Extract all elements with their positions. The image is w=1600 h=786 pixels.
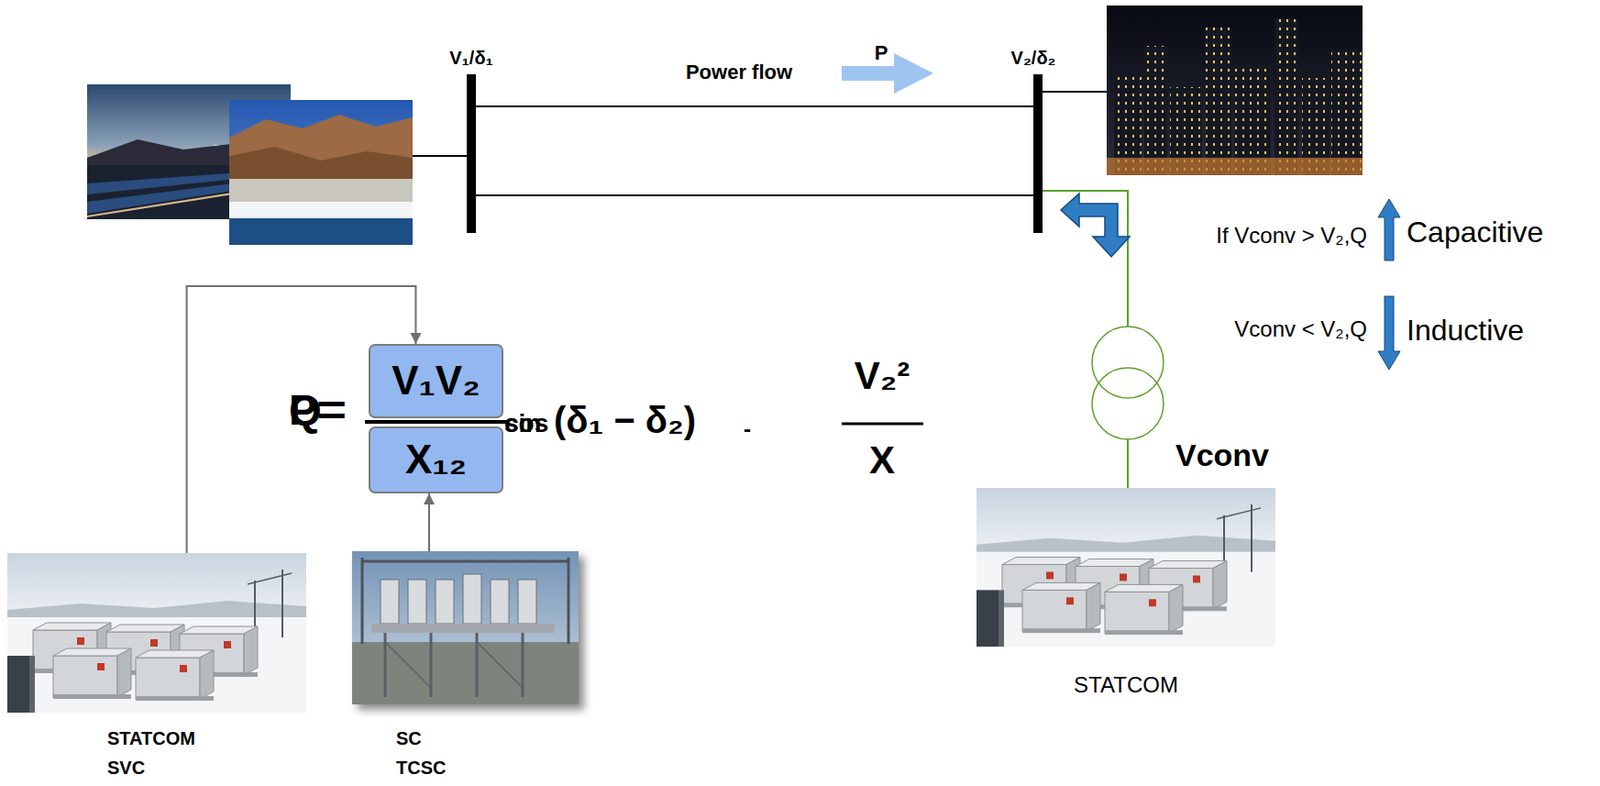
cliff-shade (229, 146, 413, 184)
hydro-photo (229, 99, 413, 245)
connection-wire (1126, 439, 1129, 488)
transmission-line (475, 105, 1034, 108)
capacitor-stack (380, 579, 399, 624)
equation-term: Q= (288, 386, 347, 435)
feeder-line (412, 154, 468, 157)
dam (229, 178, 413, 202)
bus-voltage: V₂/δ₂ (1011, 47, 1057, 69)
building (1144, 45, 1168, 176)
building (1331, 50, 1363, 176)
statcom-device: STATCOM (976, 487, 1276, 647)
bus-bar (466, 74, 476, 233)
building (1205, 27, 1232, 176)
building (1274, 18, 1299, 176)
fraction-bar (364, 419, 508, 424)
up-arrow (1378, 198, 1401, 261)
device-caption: STATCOM SVC (107, 723, 196, 783)
series-device: SC TCSC (352, 551, 579, 705)
connector-arrow (187, 286, 417, 553)
equation-term: cos (504, 408, 549, 439)
transformer-winding (1092, 326, 1164, 398)
water (229, 218, 413, 245)
capacitor-stack (518, 579, 537, 624)
denominator-box: X₁₂ (368, 426, 504, 494)
fraction-term: X₁₂ (405, 437, 467, 482)
reactive-power-arrow (1060, 193, 1130, 257)
capacitor-stack (463, 573, 482, 624)
gantry (567, 557, 571, 644)
sky (352, 551, 579, 705)
lattice (476, 641, 523, 688)
lattice (385, 641, 431, 688)
night-sky (1106, 5, 1363, 176)
device-caption: SC TCSC (396, 723, 446, 783)
bus-voltage: V₁/δ₁ (449, 47, 494, 69)
transmission-line (475, 194, 1034, 197)
platform (371, 623, 555, 633)
gantry (362, 560, 569, 563)
fraction-bar (841, 422, 924, 426)
equation-term: - (743, 416, 751, 442)
transformer-winding (1092, 367, 1164, 440)
bus-bar (1033, 74, 1043, 233)
mode-label: Inductive (1406, 313, 1524, 348)
shunt-device: STATCOM SVC (7, 552, 307, 713)
equation-term: V₂² (854, 353, 911, 398)
capacitor-stack (435, 579, 454, 624)
cliffs (229, 114, 413, 184)
power-symbol: P (874, 41, 889, 65)
equation-term: X (869, 438, 895, 483)
capacitor-stack (490, 579, 509, 624)
converter-voltage: Vconv (1175, 437, 1269, 474)
fraction-term: V₁V₂ (391, 358, 480, 403)
series-capacitor-photo (352, 551, 579, 705)
mode-label: Capacitive (1406, 215, 1544, 250)
device-caption: STATCOM (1073, 673, 1179, 697)
connector-arrow (428, 493, 431, 552)
city-photo (1106, 5, 1363, 176)
condition-text: Vconv < V₂,Q (1234, 316, 1368, 343)
statcom-photo (976, 487, 1276, 647)
load-line (1042, 90, 1107, 93)
equation-term: (δ₁ − δ₂) (553, 398, 696, 442)
statcom-photo (7, 552, 307, 713)
numerator-box: V₁V₂ (368, 343, 504, 419)
capacitor-stack (408, 579, 427, 624)
gantry (361, 557, 365, 644)
spillway (229, 201, 413, 219)
sky (229, 99, 413, 245)
street-glow (1106, 157, 1363, 176)
condition-text: If Vconv > V₂,Q (1215, 222, 1368, 249)
flow-label: Power flow (685, 60, 793, 84)
down-arrow (1378, 296, 1401, 370)
